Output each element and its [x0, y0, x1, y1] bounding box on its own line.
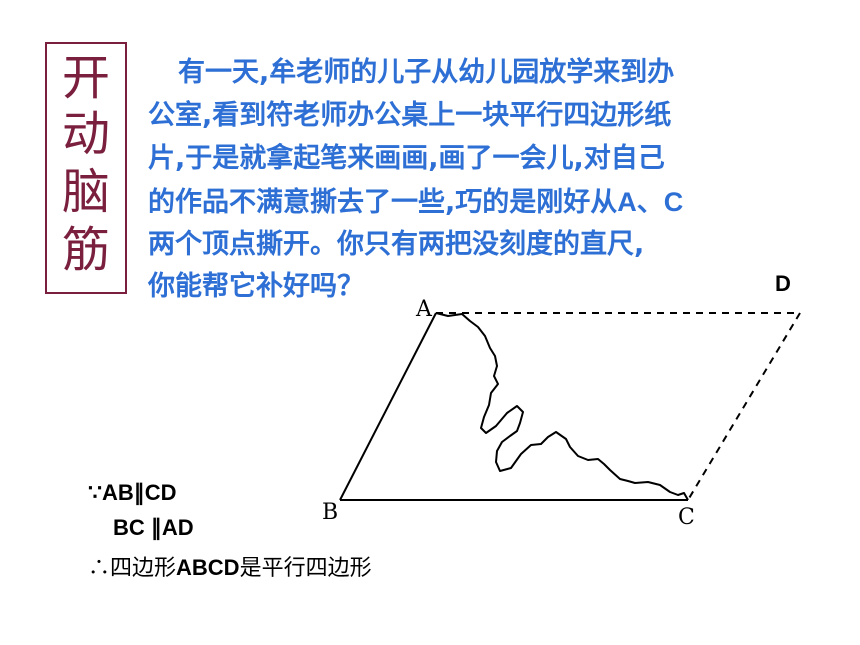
title-box: 开 动 脑 筋	[45, 42, 127, 294]
proof-text: 是平行四边形	[239, 555, 372, 580]
vertex-label-d: D	[775, 271, 791, 296]
story-line: 有一天,牟老师的儿子从幼儿园放学来到办	[178, 57, 675, 88]
vertex-label-c: C	[678, 505, 695, 530]
vertex-label-a: A	[415, 297, 433, 322]
story-line: 片,于是就拿起笔来画画,画了一会儿,对自己	[148, 143, 665, 174]
torn-edge	[435, 312, 689, 501]
story-separator: 、	[636, 187, 664, 218]
proof-line-3: ∴四边形ABCD是平行四边形	[88, 550, 372, 582]
proof-text: ∴四边形	[88, 555, 177, 580]
story-text: 的作品不满意撕去了一些,巧的是刚好从	[148, 187, 618, 218]
proof-line-2: BC ∥AD	[113, 515, 194, 540]
vertex-label-b: B	[322, 500, 338, 525]
story-line: 你能帮它补好吗？	[148, 271, 364, 302]
story-line: 公室,看到符老师办公桌上一块平行四边形纸	[148, 100, 672, 131]
proof-line-1: ∵AB∥CD	[88, 480, 177, 505]
title-char: 筋	[61, 222, 110, 278]
title-char: 脑	[61, 164, 110, 220]
story-line: 两个顶点撕开。你只有两把没刻度的直尺,	[148, 229, 645, 260]
proof-shape-name: ABCD	[176, 555, 240, 580]
edge-ab	[339, 312, 437, 501]
vertex-ref-c: C	[663, 187, 684, 217]
title-char: 动	[61, 106, 110, 162]
story-line: 的作品不满意撕去了一些,巧的是刚好从A、C	[148, 184, 683, 221]
edge-cd-dashed	[687, 312, 801, 501]
title-char: 开	[61, 50, 110, 106]
vertex-ref-a: A	[617, 187, 637, 217]
